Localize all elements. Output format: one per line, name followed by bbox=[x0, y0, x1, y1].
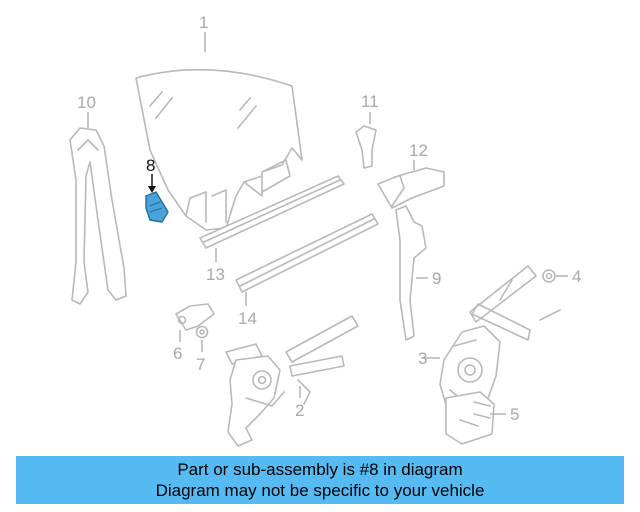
callout-9: 9 bbox=[432, 269, 441, 288]
part-13-weatherstrip bbox=[199, 175, 345, 249]
callout-10: 10 bbox=[77, 93, 96, 112]
part-9-front-channel bbox=[395, 205, 427, 341]
callout-3: 3 bbox=[418, 349, 427, 368]
part-4-nut bbox=[542, 269, 556, 283]
part-2-regulator bbox=[225, 315, 359, 447]
banner-line-disclaimer: Diagram may not be specific to your vehi… bbox=[155, 481, 485, 500]
parts-diagram: 1 10 8 11 12 13 14 9 bbox=[69, 13, 581, 447]
banner-line-part-number: Part or sub-assembly is #8 in diagram bbox=[177, 460, 463, 479]
callout-4: 4 bbox=[572, 267, 581, 286]
callout-7: 7 bbox=[196, 355, 205, 374]
part-12-seal bbox=[377, 167, 445, 209]
leader-8-arrowhead bbox=[148, 186, 156, 193]
callout-5: 5 bbox=[510, 405, 519, 424]
callout-8: 8 bbox=[146, 156, 155, 175]
info-banner: Part or sub-assembly is #8 in diagram Di… bbox=[16, 456, 624, 504]
callout-13: 13 bbox=[206, 265, 225, 284]
part-5-motor bbox=[445, 391, 495, 445]
callout-2: 2 bbox=[295, 401, 304, 420]
callout-11: 11 bbox=[361, 92, 379, 111]
part-7-grommet bbox=[195, 325, 209, 339]
callout-6: 6 bbox=[173, 344, 182, 363]
part-10-run-channel bbox=[69, 127, 127, 305]
callout-12: 12 bbox=[409, 141, 428, 160]
part-8-clip bbox=[145, 191, 169, 223]
callout-14: 14 bbox=[238, 309, 257, 328]
callout-1: 1 bbox=[199, 13, 208, 32]
part-6-mount bbox=[175, 303, 215, 331]
part-14-weatherstrip bbox=[235, 213, 379, 293]
part-11-bracket bbox=[355, 125, 377, 169]
